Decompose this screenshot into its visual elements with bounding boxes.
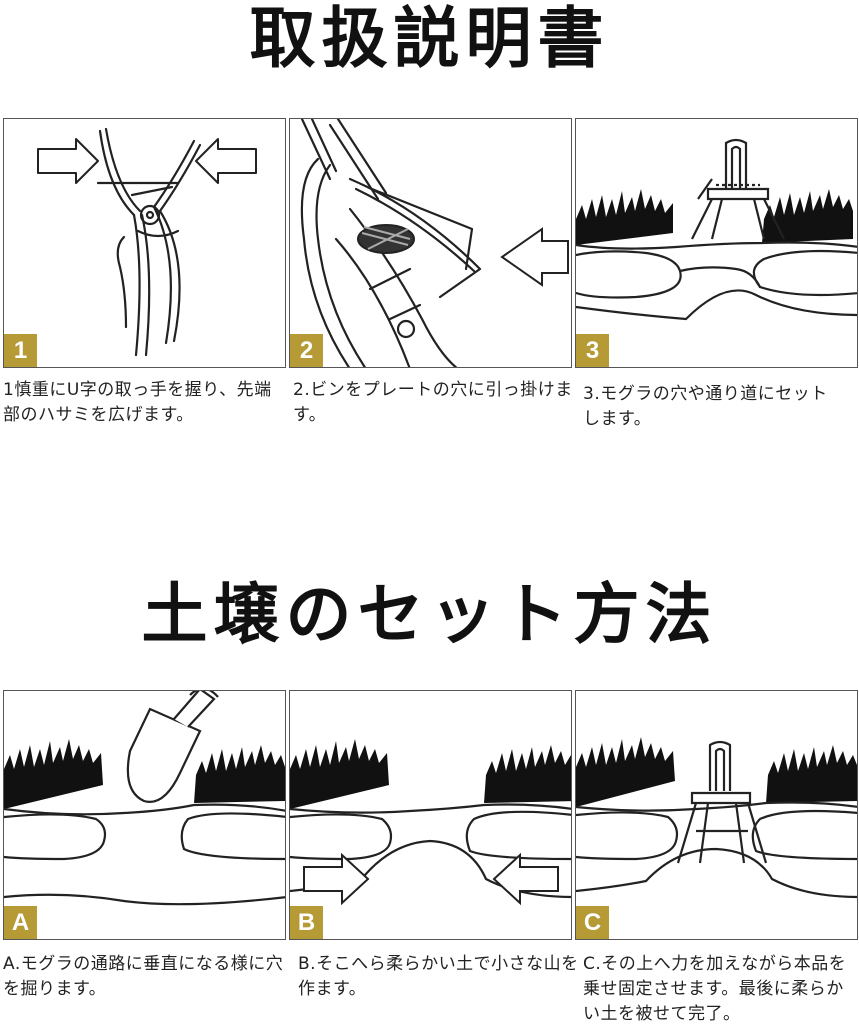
dig-hole-drawing — [4, 691, 285, 906]
trap-icon — [691, 138, 785, 240]
arrow-left-icon — [500, 227, 569, 287]
trap-icon — [300, 119, 482, 367]
step-1-caption: 1慎重にU字の取っ手を握り、先端部のハサミを広げます。 — [3, 380, 272, 425]
step-c-caption: C.その上へ力を加えながら本品を乗せ固定させます。最後に柔らかい土を被せて完了。 — [583, 954, 847, 1024]
step-b-caption: B.そこへら柔らかい土で小さな山を作ます。 — [298, 954, 579, 999]
tunnel-icon — [576, 241, 857, 321]
step-badge: 1 — [4, 334, 37, 367]
step-badge: 2 — [290, 334, 323, 367]
step-a-caption: A.モグラの通路に垂直になる様に穴を掘ります。 — [3, 954, 284, 999]
step-2-caption: 2.ビンをプレートの穴に引っ掛けます。 — [293, 380, 573, 425]
grass-icon — [576, 737, 857, 807]
trap-pin-drawing — [300, 119, 569, 367]
trowel-icon — [126, 691, 219, 803]
arrow-icon — [303, 852, 559, 906]
arrow-left-icon — [492, 852, 559, 906]
step-3-illustration: 3 — [575, 118, 858, 368]
step-b-illustration: B — [289, 690, 572, 940]
trap-icon — [676, 740, 768, 864]
soil-mound-drawing — [290, 739, 571, 906]
step-badge: 3 — [576, 334, 609, 367]
step-c-illustration: C — [575, 690, 858, 940]
step-badge: A — [4, 906, 37, 939]
step-badge: B — [290, 906, 323, 939]
trap-fixed-drawing — [576, 737, 857, 899]
manual-title: 取扱説明書 — [249, 0, 610, 77]
step-a-illustration: A — [3, 690, 286, 940]
step-1-illustration: 1 — [3, 118, 286, 368]
arrow-left-icon — [195, 138, 257, 184]
tunnel-icon — [4, 803, 285, 906]
trap-open-drawing — [37, 127, 257, 357]
arrow-right-icon — [303, 852, 370, 906]
spring-icon — [357, 224, 415, 254]
trap-icon — [96, 127, 202, 357]
tunnel-icon — [576, 801, 857, 899]
grass-icon — [4, 739, 285, 809]
grass-icon — [576, 189, 853, 245]
soil-setup-title: 土壌のセット方法 — [141, 576, 718, 653]
trap-placement-drawing — [576, 138, 857, 321]
step-3-caption: 3.モグラの穴や通り道にセットします。 — [583, 384, 828, 429]
arrow-right-icon — [37, 138, 99, 184]
step-badge: C — [576, 906, 609, 939]
grass-icon — [290, 739, 571, 809]
step-2-illustration: 2 — [289, 118, 572, 368]
